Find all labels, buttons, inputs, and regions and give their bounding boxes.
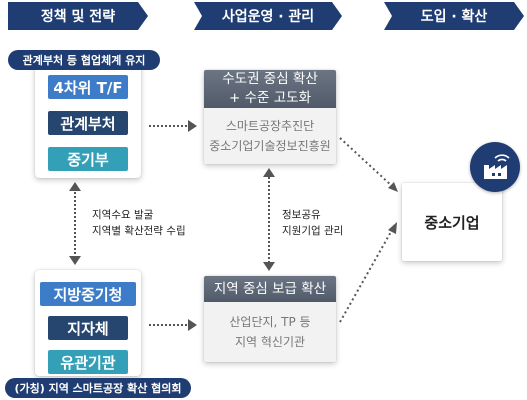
diagonal-connectors xyxy=(339,137,398,323)
regional-group-label-text: (가칭) 지역 스마트공장 확산 협의회 xyxy=(14,382,182,395)
regional-box-body-line: 지역 혁신기관 xyxy=(234,335,306,349)
regional-box-title: 지역 중심 보급 확산 xyxy=(204,276,336,302)
capital-box: 수도권 중심 확산 + 수준 고도화 스마트공장추진단 중소기업기술정보진흥원 xyxy=(204,70,336,164)
middle-vertical-note: 정보공유 지원기업 관리 xyxy=(282,207,372,239)
regional-item-label: 지자체 xyxy=(67,319,109,338)
policy-item-ministries: 관계부처 xyxy=(48,111,128,135)
arrow-right-icon xyxy=(188,120,197,132)
factory-icon xyxy=(470,142,520,192)
policy-item-mss: 중기부 xyxy=(48,147,128,171)
regional-item-label: 지방중기청 xyxy=(53,285,123,304)
regional-to-sme-connector xyxy=(339,229,393,323)
policy-item-4cha-tf: 4차위 T/F xyxy=(48,75,128,99)
regional-box-body-line: 산업단지, TP 등 xyxy=(229,315,311,329)
arrow-down-icon xyxy=(69,256,81,265)
sme-box-label: 중소기업 xyxy=(424,213,480,232)
note-line: 지역수요 발굴 xyxy=(92,209,154,221)
capital-box-body-line: 스마트공장추진단 xyxy=(225,119,315,133)
regional-group-label: (가칭) 지역 스마트공장 확산 협의회 xyxy=(5,378,191,398)
policy-group-label-text: 관계부처 등 협업체계 유지 xyxy=(22,54,146,67)
header-operations: 사업운영 · 관리 xyxy=(194,2,342,30)
header-policy-label: 정책 및 전략 xyxy=(40,9,116,25)
regional-box-body: 산업단지, TP 등 지역 혁신기관 xyxy=(204,302,336,362)
policy-item-label: 관계부처 xyxy=(60,114,116,133)
policy-item-label: 중기부 xyxy=(67,150,109,169)
capital-box-body-line: 중소기업기술정보진흥원 xyxy=(209,139,331,153)
policy-item-label: 4차위 T/F xyxy=(53,78,123,97)
regional-item-label: 유관기관 xyxy=(60,353,116,372)
capital-box-title-line: + 수준 고도화 xyxy=(229,90,311,106)
arrow-up-icon xyxy=(69,182,81,191)
arrow-down-icon xyxy=(263,262,275,271)
regional-item-local-gov: 지자체 xyxy=(48,316,128,340)
middle-vertical-connector xyxy=(268,174,270,266)
header-adoption-label: 도입 · 확산 xyxy=(420,9,488,25)
arrow-diag-down-icon xyxy=(388,182,398,192)
policy-to-capital-connector xyxy=(149,125,191,127)
left-vertical-connector xyxy=(74,188,76,258)
factory-glyph xyxy=(484,154,510,179)
header-adoption: 도입 · 확산 xyxy=(384,2,524,30)
arrow-diag-up-icon xyxy=(388,222,397,234)
capital-box-title-line: 수도권 중심 확산 xyxy=(222,71,318,87)
regional-item-smba: 지방중기청 xyxy=(40,282,136,306)
capital-box-body: 스마트공장추진단 중소기업기술정보진흥원 xyxy=(204,108,336,164)
sme-box: 중소기업 xyxy=(402,183,502,261)
policy-group-label: 관계부처 등 협업체계 유지 xyxy=(8,50,160,70)
regional-item-related-orgs: 유관기관 xyxy=(48,350,128,374)
regional-box: 지역 중심 보급 확산 산업단지, TP 등 지역 혁신기관 xyxy=(204,276,336,362)
header-operations-label: 사업운영 · 관리 xyxy=(221,9,315,25)
arrow-up-icon xyxy=(263,168,275,177)
note-line: 지역별 확산전략 수립 xyxy=(92,225,186,237)
note-line: 지원기업 관리 xyxy=(282,225,344,237)
regional-to-box-connector xyxy=(149,324,191,326)
capital-box-title: 수도권 중심 확산 + 수준 고도화 xyxy=(204,70,336,108)
left-vertical-note: 지역수요 발굴 지역별 확산전략 수립 xyxy=(92,207,202,239)
arrow-right-icon xyxy=(188,319,197,331)
capital-to-sme-connector xyxy=(339,137,393,187)
note-line: 정보공유 xyxy=(282,209,321,221)
regional-box-title-line: 지역 중심 보급 확산 xyxy=(213,280,327,297)
header-policy: 정책 및 전략 xyxy=(8,2,148,30)
